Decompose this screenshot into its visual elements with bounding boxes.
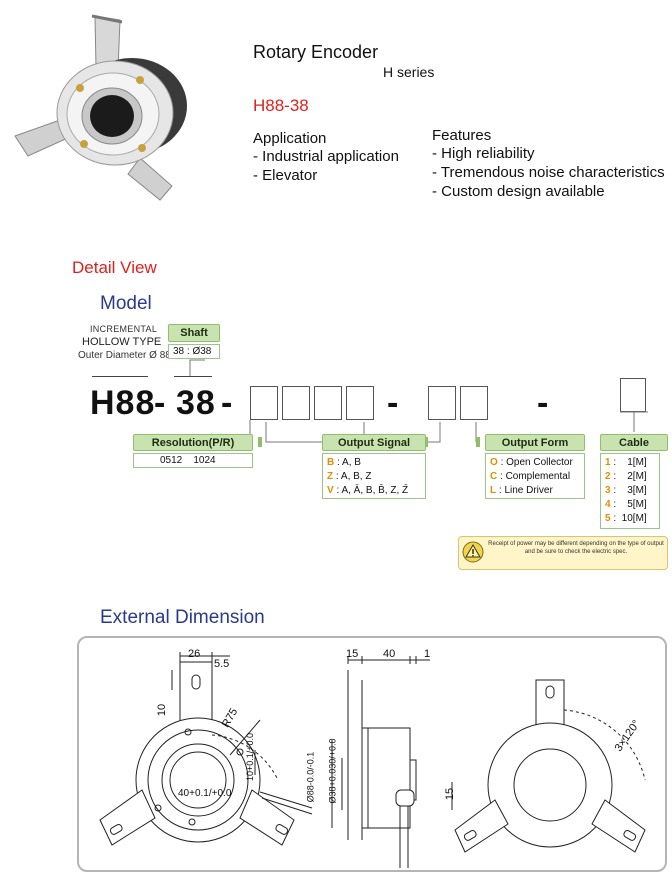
front-view-drawing: [99, 652, 313, 846]
resolution-box[interactable]: [314, 386, 342, 420]
code-part-h88: H88: [90, 384, 156, 422]
dim-1: 1: [424, 648, 431, 660]
features-heading: Features: [432, 127, 492, 144]
dim-side-15: 15: [444, 787, 457, 801]
dim-bore-40: 40+0.1/+0.0: [178, 788, 232, 799]
dim-15: 15: [346, 648, 359, 660]
output-form-option: C : Complemental: [490, 471, 571, 482]
outer-diameter-label: Outer Diameter Ø 88: [78, 350, 171, 361]
resolution-box[interactable]: [250, 386, 278, 420]
code-dash: -: [537, 384, 550, 422]
connector-lines: [189, 359, 648, 448]
dim-10: 10: [156, 703, 169, 717]
caution-text: Receipt of power may be different depend…: [488, 541, 664, 555]
output-form-tag: Output Form: [485, 434, 585, 451]
dim-10-tol: 10+0.1/+0.0: [245, 732, 256, 782]
caution-box: [458, 536, 668, 570]
model-heading: Model: [100, 293, 152, 314]
output-signal-option: V : A, Ā, B, B̄, Z, Z̄: [327, 485, 409, 496]
side-view-drawing: [331, 656, 430, 868]
output-signal-tag: Output Signal: [322, 434, 426, 451]
output-form-options: O : Open Collector C : Complemental L : …: [485, 453, 585, 499]
features-item: - High reliability: [432, 145, 535, 162]
code-underline-1: [92, 376, 148, 377]
hollow-type-label: HOLLOW TYPE: [82, 336, 162, 348]
cable-length-option: 1 : 1[M]: [605, 457, 647, 468]
resolution-tag: Resolution(P/R): [133, 434, 253, 451]
dim-40: 40: [383, 648, 396, 660]
product-model: H88-38: [253, 96, 309, 115]
product-series: H series: [383, 64, 435, 80]
application-block: Application - Industrial application - E…: [253, 130, 399, 185]
detail-view-heading: Detail View: [72, 258, 157, 277]
dim-26: 26: [188, 648, 201, 660]
resolution-box[interactable]: [346, 386, 374, 420]
product-title: Rotary Encoder: [253, 42, 379, 62]
output-signal-options: B : A, B Z : A, B, Z V : A, Ā, B, B̄, Z,…: [322, 453, 426, 499]
rear-view-drawing: [451, 679, 646, 853]
code-dash: -: [387, 384, 400, 422]
features-item: - Tremendous noise characteristics: [432, 164, 665, 181]
cable-length-option: 2 : 2[M]: [605, 471, 647, 482]
code-part-38: 38: [176, 384, 216, 422]
dim-id-38: Ø38+0.030/+0.0: [327, 738, 338, 804]
features-item: - Custom design available: [432, 183, 605, 200]
incremental-label: INCREMENTAL: [90, 324, 158, 334]
cable-length-option: 5 : 10[M]: [605, 513, 647, 524]
output-signal-option: Z : A, B, Z: [327, 471, 372, 482]
application-item: - Elevator: [253, 167, 318, 184]
code-dash: -: [221, 384, 234, 422]
features-block: Features - High reliability - Tremendous…: [432, 127, 665, 201]
shaft-size-value: 38 : Ø38: [168, 344, 220, 359]
output-form-box[interactable]: [460, 386, 488, 420]
cable-length-option: 4 : 5[M]: [605, 499, 647, 510]
cable-length-options: 1 : 1[M] 2 : 2[M] 3 : 3[M] 4 : 5[M] 5 : …: [600, 453, 660, 529]
resolution-box[interactable]: [282, 386, 310, 420]
dim-od-88: Ø88-0.0/-0.1: [305, 751, 316, 803]
code-underline-2: [174, 376, 212, 377]
output-signal-option: B : A, B: [327, 457, 361, 468]
external-dimension-heading: External Dimension: [100, 607, 265, 628]
application-item: - Industrial application: [253, 148, 399, 165]
cable-length-tag: Cable Length: [600, 434, 668, 465]
cable-length-box[interactable]: [620, 378, 646, 412]
code-dash: -: [154, 384, 167, 422]
resolution-values: 0512 1024: [133, 453, 253, 468]
output-form-option: O : Open Collector: [490, 457, 573, 468]
output-form-option: L : Line Driver: [490, 485, 553, 496]
output-signal-box[interactable]: [428, 386, 456, 420]
warning-icon: [462, 541, 484, 568]
product-photo: [0, 8, 225, 208]
cable-length-option: 3 : 3[M]: [605, 485, 647, 496]
application-heading: Application: [253, 130, 327, 147]
dim-5-5: 5.5: [214, 658, 230, 670]
